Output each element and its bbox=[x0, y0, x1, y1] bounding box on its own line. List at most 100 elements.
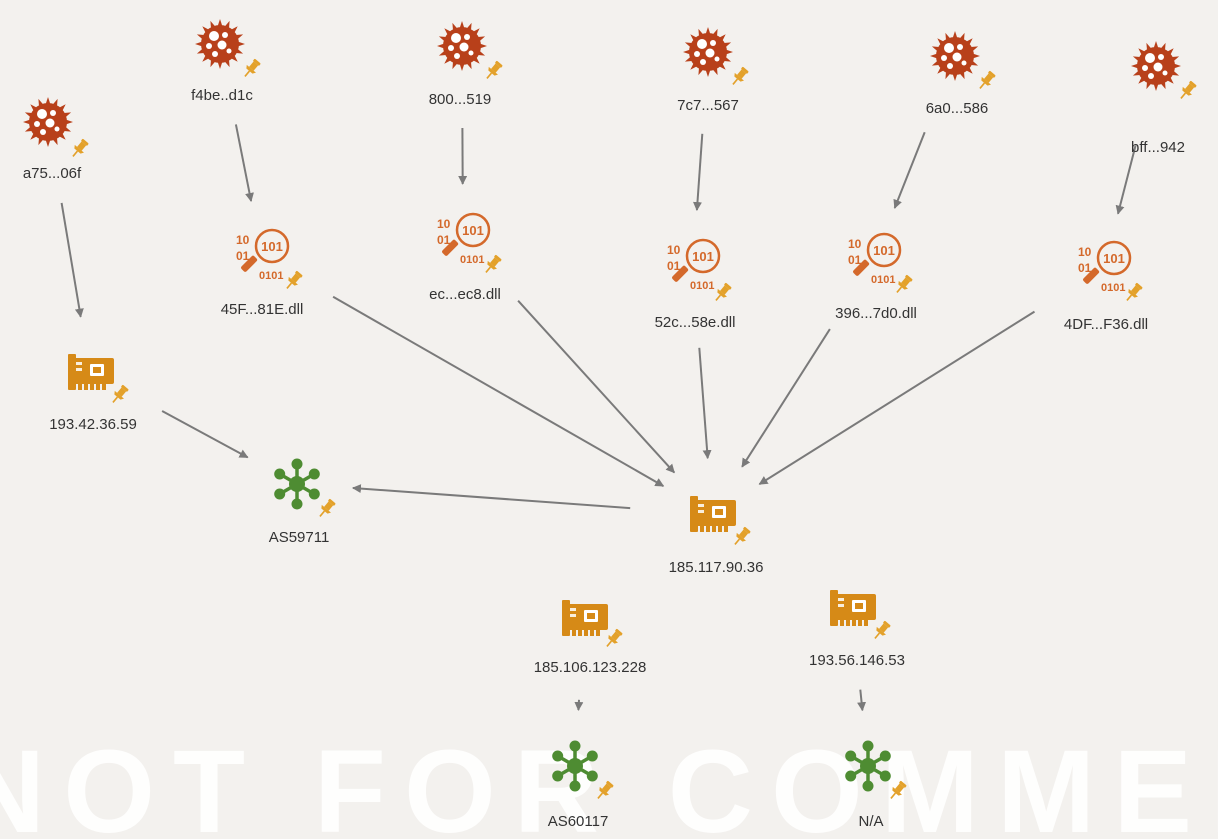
node-label: 800...519 bbox=[429, 91, 492, 108]
svg-text:01: 01 bbox=[236, 249, 250, 263]
node-label: 45F...81E.dll bbox=[221, 301, 304, 318]
node-label: AS60117 bbox=[548, 813, 609, 830]
edge-arrow-mal6-dll5 bbox=[1115, 145, 1137, 215]
node-label: a75...06f bbox=[23, 165, 82, 182]
ip-node[interactable]: 185.117.90.36 bbox=[669, 496, 764, 576]
node-label: 185.106.123.228 bbox=[534, 659, 647, 676]
asn-node[interactable]: N/A bbox=[845, 740, 908, 831]
node-label: 396...7d0.dll bbox=[835, 305, 917, 322]
binary-search-icon: 10 01 101 0101 bbox=[848, 232, 902, 286]
svg-text:101: 101 bbox=[1103, 251, 1125, 266]
edge-arrow-mal5-dll4 bbox=[893, 131, 926, 209]
pin-icon bbox=[244, 58, 261, 77]
malware-node[interactable]: a75...06f bbox=[23, 97, 91, 182]
pin-icon bbox=[732, 66, 749, 85]
pin-icon bbox=[319, 498, 336, 517]
malware-node[interactable]: bff...942 bbox=[1131, 41, 1198, 156]
pin-icon bbox=[72, 138, 89, 157]
hub-icon bbox=[552, 740, 598, 792]
svg-text:01: 01 bbox=[848, 253, 862, 267]
node-label: ec...ec8.dll bbox=[429, 286, 501, 303]
svg-text:10: 10 bbox=[667, 243, 681, 257]
svg-text:0101: 0101 bbox=[690, 280, 714, 292]
virus-icon bbox=[683, 27, 733, 77]
ip-node[interactable]: 193.42.36.59 bbox=[49, 354, 137, 433]
ip-node[interactable]: 185.106.123.228 bbox=[534, 600, 647, 676]
pin-icon bbox=[1180, 80, 1197, 99]
pin-icon bbox=[597, 780, 614, 799]
network-card-icon bbox=[562, 600, 608, 636]
dll-node[interactable]: 10 01 101 0101 396...7d0.dll bbox=[835, 232, 917, 322]
virus-icon bbox=[23, 97, 73, 147]
edge-arrow-ip1-asn1 bbox=[161, 410, 249, 459]
edge-arrow-dll1-ip2 bbox=[332, 295, 665, 487]
svg-text:101: 101 bbox=[462, 223, 484, 238]
svg-text:01: 01 bbox=[437, 233, 451, 247]
pin-icon bbox=[715, 282, 732, 301]
svg-text:101: 101 bbox=[692, 249, 714, 264]
pin-icon bbox=[874, 620, 891, 639]
svg-text:0101: 0101 bbox=[1101, 282, 1125, 294]
edge-arrow-mal4-dll3 bbox=[692, 133, 704, 211]
node-label: 193.56.146.53 bbox=[809, 652, 905, 669]
virus-icon bbox=[930, 31, 980, 81]
edge-arrow-mal1-ip1 bbox=[60, 202, 84, 318]
malware-node[interactable]: 7c7...567 bbox=[677, 27, 750, 114]
node-label: f4be..d1c bbox=[191, 87, 253, 104]
node-label: AS59711 bbox=[269, 529, 330, 546]
svg-text:101: 101 bbox=[261, 239, 283, 254]
pin-icon bbox=[485, 254, 502, 273]
edge-arrow-dll5-ip2 bbox=[758, 310, 1036, 486]
svg-text:10: 10 bbox=[437, 217, 451, 231]
dll-node[interactable]: 10 01 101 0101 ec...ec8.dll bbox=[429, 212, 503, 303]
pin-icon bbox=[1126, 282, 1143, 301]
pin-icon bbox=[979, 70, 996, 89]
edge-arrow-ip3-asn2 bbox=[574, 699, 584, 711]
dll-node[interactable]: 10 01 101 0101 52c...58e.dll bbox=[655, 238, 736, 331]
virus-icon bbox=[1131, 41, 1181, 91]
svg-text:0101: 0101 bbox=[460, 254, 484, 266]
pin-icon bbox=[896, 274, 913, 293]
binary-search-icon: 10 01 101 0101 bbox=[667, 238, 721, 292]
node-label: 7c7...567 bbox=[677, 97, 739, 114]
svg-text:01: 01 bbox=[667, 259, 681, 273]
binary-search-icon: 10 01 101 0101 bbox=[437, 212, 491, 266]
ip-node[interactable]: 193.56.146.53 bbox=[809, 590, 905, 669]
malware-node[interactable]: 800...519 bbox=[429, 21, 505, 108]
edge-arrow-mal2-dll1 bbox=[234, 124, 254, 202]
malware-node[interactable]: 6a0...586 bbox=[926, 31, 998, 117]
pin-icon bbox=[606, 628, 623, 647]
node-label: N/A bbox=[858, 813, 883, 830]
node-label: 52c...58e.dll bbox=[655, 314, 736, 331]
svg-text:10: 10 bbox=[1078, 245, 1092, 259]
edge-arrow-dll2-ip2 bbox=[517, 300, 676, 474]
svg-text:0101: 0101 bbox=[871, 274, 895, 286]
svg-text:101: 101 bbox=[873, 243, 895, 258]
node-label: 193.42.36.59 bbox=[49, 416, 137, 433]
node-label: 6a0...586 bbox=[926, 100, 989, 117]
hub-icon bbox=[845, 740, 891, 792]
svg-text:10: 10 bbox=[848, 237, 862, 251]
network-card-icon bbox=[830, 590, 876, 626]
edge-arrow-dll3-ip2 bbox=[698, 347, 712, 460]
pin-icon bbox=[286, 270, 303, 289]
network-card-icon bbox=[690, 496, 736, 532]
malware-node[interactable]: f4be..d1c bbox=[191, 19, 262, 104]
edge-arrow-dll4-ip2 bbox=[741, 328, 831, 468]
pin-icon bbox=[734, 526, 751, 545]
virus-icon bbox=[195, 19, 245, 69]
pin-icon bbox=[890, 780, 907, 799]
pin-icon bbox=[112, 384, 129, 403]
virus-icon bbox=[437, 21, 487, 71]
node-label: 185.117.90.36 bbox=[669, 559, 764, 576]
edge-arrow-ip4-asn3 bbox=[857, 689, 867, 712]
asn-node[interactable]: AS59711 bbox=[269, 458, 338, 547]
network-card-icon bbox=[68, 354, 114, 390]
node-label: 4DF...F36.dll bbox=[1064, 316, 1148, 333]
asn-node[interactable]: AS60117 bbox=[548, 740, 616, 831]
hub-icon bbox=[274, 458, 320, 510]
